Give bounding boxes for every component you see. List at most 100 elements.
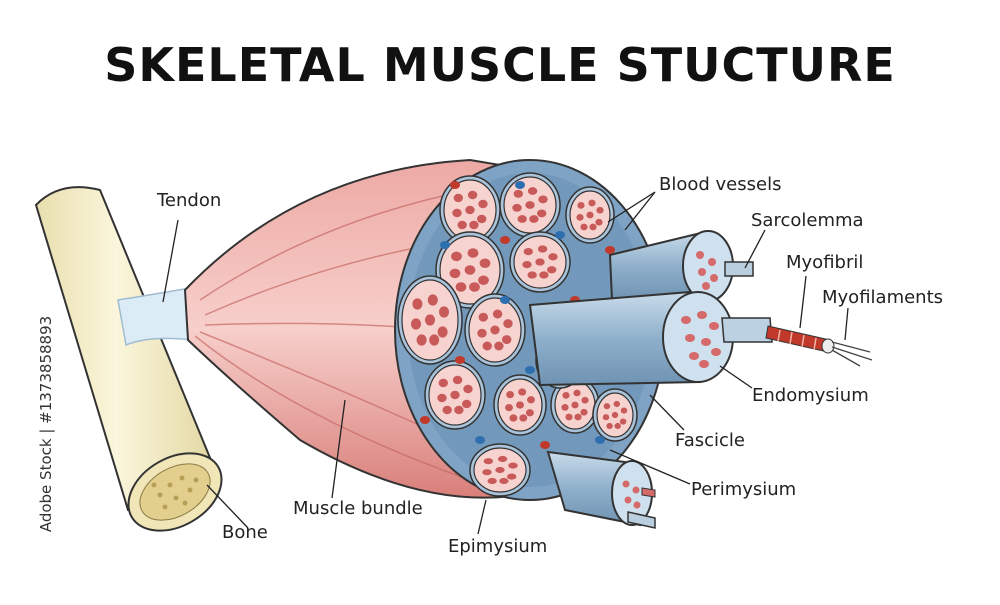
muscle-fiber <box>517 215 527 223</box>
muscle-fiber <box>449 268 461 279</box>
artery-section <box>540 441 550 449</box>
vein-section <box>515 181 525 189</box>
muscle-fiber <box>438 378 448 388</box>
muscle-fiber <box>424 314 436 326</box>
fascicle-tube-top <box>608 230 754 302</box>
vein-section <box>475 436 485 444</box>
muscle-fiber <box>503 319 513 329</box>
muscle-fiber <box>462 399 472 409</box>
muscle-fiber <box>452 375 463 385</box>
muscle-fiber <box>577 202 585 209</box>
muscle-fiber <box>595 218 603 226</box>
muscle-fiber <box>429 334 440 346</box>
muscle-fiber <box>538 195 548 204</box>
muscle-fiber <box>571 401 579 409</box>
muscle-fiber <box>527 271 537 279</box>
bone <box>34 186 223 532</box>
muscle-fiber <box>602 414 610 421</box>
muscle-fiber <box>412 298 423 310</box>
muscle-fiber <box>469 282 480 292</box>
muscle-fiber <box>573 389 581 397</box>
muscle-fiber <box>450 390 460 400</box>
muscle-fiber <box>478 312 488 322</box>
label-sarcolemma: Sarcolemma <box>751 210 864 231</box>
muscle-fiber <box>562 392 570 399</box>
muscle-fiber <box>506 390 515 399</box>
page-title: SKELETAL MUSCLE STUCTURE <box>104 38 896 92</box>
leader-lines <box>162 191 849 535</box>
muscle-fiber <box>620 407 628 414</box>
muscle-fiber <box>502 335 512 345</box>
muscle-fiber <box>427 294 438 306</box>
muscle-fiber <box>464 265 476 275</box>
label-perimysium: Perimysium <box>691 479 797 500</box>
label-myofilaments: Myofilaments <box>822 287 944 308</box>
muscle-fiber <box>483 458 493 465</box>
fascicle-tube-main <box>528 290 873 387</box>
muscle-fiber <box>453 193 463 203</box>
muscle-fiber <box>479 258 491 268</box>
muscle-fiber <box>438 306 450 318</box>
muscle-fiber <box>442 405 452 415</box>
muscle-fiber <box>619 418 627 425</box>
muscle-fiber <box>547 266 557 274</box>
muscle-fiber <box>586 211 594 219</box>
muscle-fiber <box>548 253 558 261</box>
muscle-fiber <box>525 201 535 209</box>
label-tendon: Tendon <box>157 190 222 211</box>
muscle-fiber <box>477 328 487 338</box>
muscle-fiber <box>478 275 489 285</box>
muscle-fiber <box>494 341 504 351</box>
muscle-fiber <box>467 190 478 200</box>
muscle-fiber <box>589 223 597 231</box>
label-endomysium: Endomysium <box>752 385 869 406</box>
muscle-fiber <box>463 384 473 394</box>
muscle-fiber <box>478 199 488 209</box>
muscle-fiber <box>490 325 500 335</box>
muscle-fiber <box>452 208 462 218</box>
muscle-fiber <box>581 396 589 404</box>
label-muscle-bundle: Muscle bundle <box>293 498 423 519</box>
muscle-fiber <box>580 408 588 416</box>
vein-section <box>525 366 535 374</box>
vein-section <box>595 436 605 444</box>
muscle-fiber <box>603 403 611 410</box>
muscle-fiber <box>451 251 462 262</box>
muscle-fiber <box>499 477 509 485</box>
muscle-fiber <box>513 189 523 198</box>
muscle-fiber <box>469 220 479 230</box>
muscle-fiber <box>507 473 517 480</box>
muscle-fiber <box>576 214 584 221</box>
artery-section <box>420 416 430 424</box>
vein-section <box>555 231 565 239</box>
artery-section <box>500 236 510 244</box>
muscle-fiber <box>454 405 464 415</box>
muscle-fiber <box>492 309 503 319</box>
stock-watermark-id: Adobe Stock | #1373858893 <box>37 315 56 533</box>
muscle-fiber <box>505 403 513 412</box>
muscle-fiber <box>606 422 613 430</box>
muscle-fiber <box>611 411 619 419</box>
muscle-fiber <box>574 413 582 421</box>
muscle-fiber <box>437 393 447 403</box>
muscle-fiber <box>477 214 487 224</box>
muscle-fiber <box>467 248 479 258</box>
muscle-fiber <box>509 414 518 422</box>
muscle-fiber <box>497 455 508 463</box>
vein-section <box>440 241 450 249</box>
muscle-fiber <box>561 404 569 411</box>
muscle-fiber <box>613 400 621 408</box>
muscle-fiber <box>410 318 422 330</box>
muscle-fiber <box>537 245 548 253</box>
muscle-fiber <box>482 469 492 476</box>
muscle-fiber <box>535 258 545 266</box>
vein-section <box>500 296 510 304</box>
label-epimysium: Epimysium <box>448 536 548 557</box>
muscle-fiber <box>508 462 518 469</box>
muscle-fiber <box>529 215 539 223</box>
label-fascicle: Fascicle <box>675 430 745 451</box>
muscle-fiber <box>482 341 492 351</box>
muscle-fiber <box>614 422 621 430</box>
